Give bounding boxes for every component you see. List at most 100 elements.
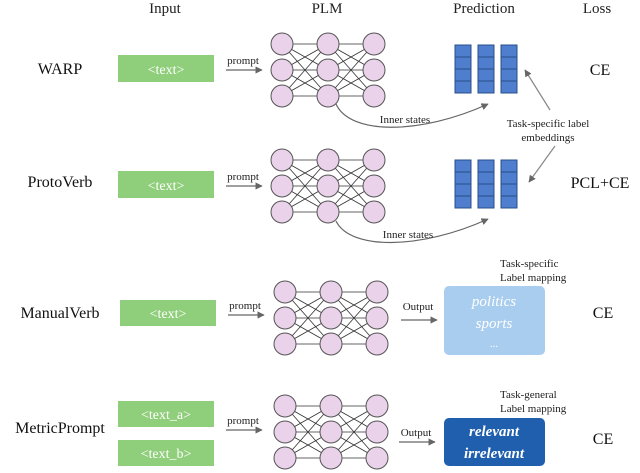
mapping-word-ellipsis: ...	[490, 338, 499, 350]
method-manualverb: ManualVerb	[20, 305, 99, 322]
embedding-cell	[454, 183, 472, 197]
neuron	[365, 280, 389, 304]
neuron	[273, 332, 297, 356]
neuron	[270, 174, 294, 198]
network-edge	[281, 159, 329, 213]
inner-states-arrow-warp: Inner states	[335, 103, 489, 128]
neuron	[273, 420, 297, 444]
neuron	[273, 446, 297, 470]
mapping-box-manualverb	[444, 286, 545, 355]
input-text-warp: <text>	[148, 63, 185, 78]
prompt-label-metricprompt: prompt	[227, 415, 259, 427]
mapping-label-metricprompt-1: Task-general	[500, 389, 557, 401]
embedding-cell	[477, 195, 495, 209]
neuron	[316, 58, 340, 82]
embedding-cell	[454, 195, 472, 209]
network-edge	[330, 291, 378, 345]
input-text-metricprompt-b: <text_b>	[141, 447, 192, 462]
label-mapping-metricprompt: Task-general Label mapping relevant irre…	[444, 389, 567, 466]
neuron	[319, 446, 343, 470]
embedding-cell	[477, 44, 495, 58]
method-protoverb: ProtoVerb	[28, 174, 93, 191]
header-prediction: Prediction	[453, 1, 515, 17]
embedding-cell	[454, 56, 472, 70]
neuron	[362, 32, 386, 56]
inner-states-arrow-protoverb: Inner states	[335, 218, 489, 244]
network-edge	[327, 159, 375, 213]
header-plm: PLM	[312, 1, 343, 17]
loss-warp: CE	[590, 62, 610, 79]
neuron	[365, 446, 389, 470]
neuron	[316, 84, 340, 108]
neuron	[365, 306, 389, 330]
prompt-arrow-protoverb: prompt	[226, 171, 263, 190]
embedding-cell	[500, 159, 518, 173]
label-mapping-manualverb: Task-specific Label mapping politics spo…	[444, 258, 567, 355]
output-label-manualverb: Output	[403, 301, 434, 313]
input-text-manualverb: <text>	[150, 307, 187, 322]
network-edge	[281, 43, 329, 97]
embeddings-label-line1: Task-specific label	[507, 118, 590, 130]
loss-manualverb: CE	[593, 305, 613, 322]
mapping-word-politics: politics	[471, 294, 516, 310]
output-label-metricprompt: Output	[401, 427, 432, 439]
neuron	[319, 394, 343, 418]
prompt-label-protoverb: prompt	[227, 171, 259, 183]
neuron	[273, 394, 297, 418]
neuron	[270, 200, 294, 224]
mapping-label-manualverb-2: Label mapping	[500, 272, 567, 284]
network-edge	[330, 405, 378, 459]
neuron	[362, 148, 386, 172]
embedding-cell	[477, 56, 495, 70]
embedding-cell	[454, 44, 472, 58]
input-box-metricprompt-b: <text_b>	[118, 440, 214, 466]
mapping-label-metricprompt-2: Label mapping	[500, 403, 567, 415]
embedding-cell	[477, 171, 495, 185]
plm-network-protoverb	[270, 148, 386, 224]
embedding-cell	[477, 159, 495, 173]
mapping-word-sports: sports	[476, 316, 513, 332]
neuron	[319, 306, 343, 330]
embedding-cell	[477, 68, 495, 82]
network-edge	[284, 405, 332, 459]
embeddings-label-line2: embeddings	[521, 132, 574, 144]
embedding-cell	[454, 159, 472, 173]
neuron	[270, 32, 294, 56]
neuron	[362, 200, 386, 224]
embedding-cell	[454, 80, 472, 94]
header-loss: Loss	[583, 1, 612, 17]
plm-network-manualverb	[273, 280, 389, 356]
neuron	[365, 332, 389, 356]
prompt-arrow-manualverb: prompt	[228, 300, 265, 319]
neuron	[270, 84, 294, 108]
embedding-cell	[454, 171, 472, 185]
prompt-label-manualverb: prompt	[229, 300, 261, 312]
embedding-cell	[500, 44, 518, 58]
mapping-word-relevant: relevant	[469, 424, 520, 440]
loss-metricprompt: CE	[593, 431, 613, 448]
embedding-cell	[477, 80, 495, 94]
embeddings-protoverb	[454, 159, 518, 209]
input-text-protoverb: <text>	[148, 179, 185, 194]
embedding-cell	[500, 183, 518, 197]
neuron	[362, 174, 386, 198]
prompt-arrow-warp: prompt	[226, 55, 263, 74]
mapping-label-manualverb-1: Task-specific	[500, 258, 559, 270]
embedding-cell	[477, 183, 495, 197]
plm-network-warp	[270, 32, 386, 108]
neuron	[316, 200, 340, 224]
prompt-label-warp: prompt	[227, 55, 259, 67]
embedding-cell	[500, 171, 518, 185]
neuron	[365, 420, 389, 444]
neuron	[273, 280, 297, 304]
header-input: Input	[149, 1, 181, 17]
neuron	[316, 32, 340, 56]
loss-protoverb: PCL+CE	[571, 175, 630, 192]
mapping-word-irrelevant: irrelevant	[464, 446, 525, 462]
input-box-protoverb: <text>	[118, 171, 214, 198]
input-box-metricprompt-a: <text_a>	[118, 401, 214, 427]
embedding-cell	[500, 68, 518, 82]
neuron	[273, 306, 297, 330]
neuron	[362, 58, 386, 82]
